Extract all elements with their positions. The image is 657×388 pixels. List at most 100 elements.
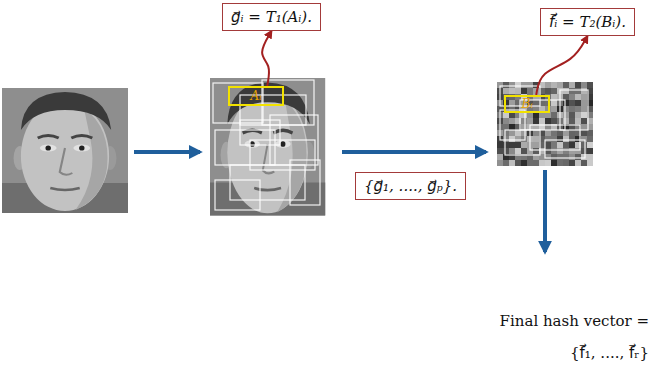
scrambled-image bbox=[497, 82, 593, 166]
noise-cell bbox=[551, 148, 557, 154]
noise-cell bbox=[521, 130, 527, 136]
noise-cell bbox=[533, 136, 539, 142]
noise-cell bbox=[509, 142, 515, 148]
noise-cell bbox=[521, 142, 527, 148]
noise-cell bbox=[527, 82, 533, 88]
noise-cell bbox=[509, 82, 515, 88]
noise-cell bbox=[503, 124, 509, 130]
noise-cell bbox=[521, 118, 527, 124]
noise-cell bbox=[575, 160, 581, 166]
noise-cell bbox=[539, 160, 545, 166]
noise-cell bbox=[551, 88, 557, 94]
noise-cell bbox=[497, 154, 503, 160]
noise-cell bbox=[545, 142, 551, 148]
noise-cell bbox=[509, 130, 515, 136]
noise-cell bbox=[557, 142, 563, 148]
noise-cell bbox=[557, 136, 563, 142]
noise-cell bbox=[569, 88, 575, 94]
noise-cell bbox=[521, 82, 527, 88]
noise-cell bbox=[581, 82, 587, 88]
callout-arrow bbox=[262, 31, 271, 86]
formula-box: g⃗ᵢ = T₁(Aᵢ). bbox=[222, 3, 321, 31]
noise-cell bbox=[527, 118, 533, 124]
noise-cell bbox=[503, 160, 509, 166]
noise-cell bbox=[581, 160, 587, 166]
scramble-outlines bbox=[500, 86, 588, 158]
noise-cell bbox=[551, 160, 557, 166]
noise-cell bbox=[503, 136, 509, 142]
noise-cell bbox=[563, 148, 569, 154]
noise-cell bbox=[497, 160, 503, 166]
noise-cell bbox=[545, 130, 551, 136]
noise-cell bbox=[581, 136, 587, 142]
noise-cell bbox=[521, 124, 527, 130]
noise-cell bbox=[521, 88, 527, 94]
noise-cell bbox=[569, 142, 575, 148]
formula-box: f⃗ᵢ = T₂(Bᵢ). bbox=[540, 8, 635, 36]
noise-cell bbox=[587, 130, 593, 136]
noise-cell bbox=[563, 130, 569, 136]
noise-cell bbox=[557, 130, 563, 136]
noise-cell bbox=[563, 154, 569, 160]
noise-cell bbox=[503, 88, 509, 94]
noise-cell bbox=[551, 154, 557, 160]
formula-text: Aᵢ bbox=[250, 89, 261, 103]
noise-cell bbox=[533, 88, 539, 94]
noise-cell bbox=[587, 142, 593, 148]
noise-cell bbox=[581, 94, 587, 100]
noise-cell bbox=[533, 148, 539, 154]
noise-cell bbox=[551, 82, 557, 88]
caption-text: Final hash vector = bbox=[500, 312, 649, 330]
noise-cell bbox=[581, 106, 587, 112]
noise-cell bbox=[587, 82, 593, 88]
noise-cell bbox=[533, 160, 539, 166]
patch-box: Aᵢ bbox=[228, 86, 284, 106]
noise-cell bbox=[533, 130, 539, 136]
noise-cell bbox=[575, 112, 581, 118]
noise-cell bbox=[533, 100, 539, 106]
noise-cell bbox=[539, 118, 545, 124]
noise-cell bbox=[563, 88, 569, 94]
noise-cell bbox=[569, 100, 575, 106]
noise-cell bbox=[551, 142, 557, 148]
noise-cell bbox=[557, 148, 563, 154]
noise-cell bbox=[527, 160, 533, 166]
noise-cell bbox=[569, 118, 575, 124]
noise-cell bbox=[569, 154, 575, 160]
noise-cell bbox=[509, 100, 515, 106]
noise-cell bbox=[515, 130, 521, 136]
noise-cell bbox=[581, 154, 587, 160]
noise-cell bbox=[557, 82, 563, 88]
noise-cell bbox=[569, 130, 575, 136]
formula-text: {g⃗₁, ...., g⃗ₚ}. bbox=[364, 177, 457, 195]
noise-cell bbox=[551, 94, 557, 100]
noise-cell bbox=[533, 118, 539, 124]
noise-cell bbox=[569, 82, 575, 88]
noise-cell bbox=[521, 160, 527, 166]
noise-cell bbox=[515, 142, 521, 148]
patch-box: Bᵢ bbox=[504, 95, 550, 113]
noise-cell bbox=[503, 148, 509, 154]
noise-cell bbox=[503, 130, 509, 136]
noise-cell bbox=[509, 88, 515, 94]
patch-outlines bbox=[213, 80, 320, 210]
noise-cell bbox=[545, 118, 551, 124]
noise-cell bbox=[527, 88, 533, 94]
noise-cell bbox=[581, 130, 587, 136]
noise-cell bbox=[551, 106, 557, 112]
noise-cell bbox=[563, 106, 569, 112]
noise-cell bbox=[563, 94, 569, 100]
noise-cell bbox=[587, 148, 593, 154]
noise-cell bbox=[575, 94, 581, 100]
noise-cell bbox=[563, 118, 569, 124]
noise-cell bbox=[521, 148, 527, 154]
noise-cell bbox=[545, 160, 551, 166]
formula-box: {g⃗₁, ...., g⃗ₚ}. bbox=[355, 172, 466, 200]
noise-cell bbox=[569, 112, 575, 118]
noise-cell bbox=[521, 136, 527, 142]
noise-cell bbox=[545, 100, 551, 106]
noise-cell bbox=[551, 112, 557, 118]
noise-cell bbox=[545, 148, 551, 154]
noise-cell bbox=[569, 94, 575, 100]
noise-cell bbox=[563, 160, 569, 166]
